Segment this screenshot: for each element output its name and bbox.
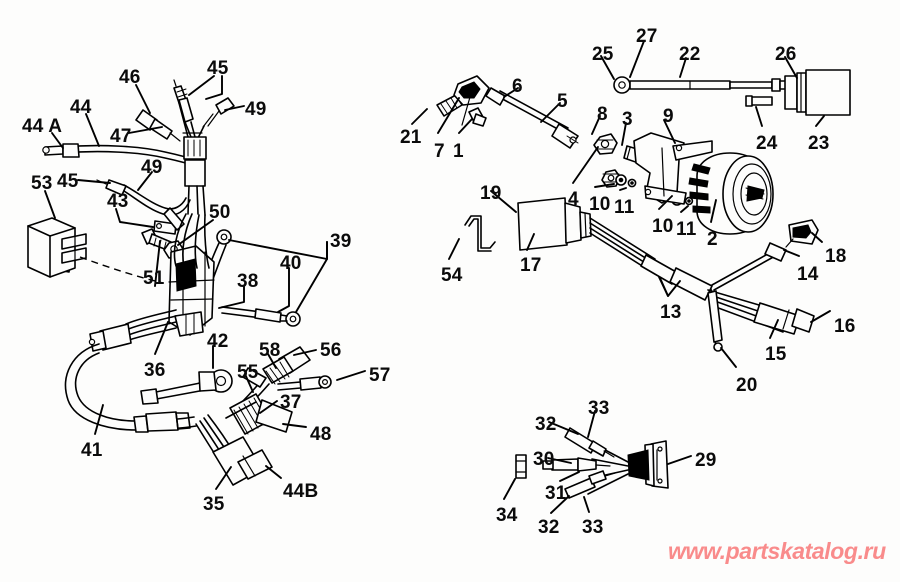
part-46-47-connectors: [135, 109, 181, 142]
callout-41: 41: [81, 440, 103, 461]
callout-13: 13: [660, 302, 682, 323]
callout-55: 55: [237, 362, 259, 383]
part-24-pin: [745, 95, 773, 107]
callout-44B: 44B: [283, 481, 319, 502]
callout-49-upper: 49: [245, 99, 267, 120]
callout-6: 6: [512, 76, 523, 97]
main-trunk-42: [184, 159, 206, 216]
connector-cluster-42: [168, 245, 215, 337]
callout-37: 37: [280, 392, 302, 413]
callout-23: 23: [808, 133, 830, 154]
callout-5: 5: [557, 91, 568, 112]
callout-18: 18: [825, 246, 847, 267]
part-17-19-connector: [464, 197, 592, 252]
callout-4: 4: [568, 189, 579, 210]
callout-45-lower: 45: [57, 171, 79, 192]
site-watermark: www.partskatalog.ru: [668, 538, 886, 564]
callout-10-right: 10: [652, 216, 674, 237]
harness-36: [88, 213, 210, 352]
part-25-27-22-26-cable: [613, 76, 811, 94]
callout-2: 2: [707, 229, 718, 250]
callout-47: 47: [110, 126, 132, 147]
part-35-44B-connector: [195, 414, 273, 486]
part-14-18-lead: [711, 219, 819, 291]
callout-14: 14: [797, 264, 819, 285]
callout-57: 57: [369, 365, 391, 386]
callout-45-upper: 45: [207, 58, 229, 79]
callout-44: 44: [70, 97, 92, 118]
part-45-49-loop: [96, 179, 191, 216]
callout-43: 43: [107, 191, 129, 212]
callout-38: 38: [237, 271, 259, 292]
callout-34: 34: [496, 505, 518, 526]
part-53-relay: [27, 217, 87, 278]
callout-31: 31: [545, 483, 567, 504]
callout-32-lower: 32: [538, 517, 560, 538]
callout-30: 30: [533, 449, 555, 470]
callout-15: 15: [765, 344, 787, 365]
callout-53: 53: [31, 173, 53, 194]
part-15-16-connector: [707, 289, 815, 335]
callout-46: 46: [119, 67, 141, 88]
part-9-bracket: [633, 132, 713, 205]
wire-bundle-top: [178, 102, 207, 160]
part-5-6-rod: [485, 87, 579, 149]
callout-20: 20: [736, 375, 758, 396]
part-21-7-1-keyswitch: [436, 75, 490, 127]
part-2-gauge: [688, 152, 774, 235]
part-20-pin: [707, 288, 723, 352]
callout-33-lower: 33: [582, 517, 604, 538]
callout-9: 9: [663, 106, 674, 127]
callout-7: 7: [434, 141, 445, 162]
part-23-cap: [784, 69, 851, 116]
callout-32-upper: 32: [535, 414, 557, 435]
harness-13-cable: [589, 217, 713, 301]
callout-17: 17: [520, 255, 542, 276]
part-37-48-boot: [225, 393, 293, 435]
leader-lines: [44, 40, 831, 514]
callout-3: 3: [622, 109, 633, 130]
part-29-harness: [515, 427, 669, 499]
callout-29: 29: [695, 450, 717, 471]
callout-19: 19: [480, 183, 502, 204]
callout-44A: 44 A: [22, 116, 63, 137]
part-49-connector-upper: [202, 97, 235, 128]
callout-10-left: 10: [589, 194, 611, 215]
callout-58: 58: [259, 340, 281, 361]
callout-54: 54: [441, 265, 463, 286]
callout-11-left: 11: [614, 197, 635, 218]
callout-39: 39: [330, 231, 352, 252]
callout-49-lower: 49: [141, 157, 163, 178]
callout-16: 16: [834, 316, 856, 337]
callout-51: 51: [143, 268, 165, 289]
callout-35: 35: [203, 494, 225, 515]
callout-22: 22: [679, 44, 701, 65]
part-42-ring-lead: [140, 369, 233, 405]
part-55-58-56-57: [240, 346, 332, 409]
callout-24: 24: [756, 133, 778, 154]
callout-1: 1: [453, 141, 464, 162]
part-44-lead: [42, 143, 203, 169]
callout-48: 48: [310, 424, 332, 445]
callout-11-right: 11: [676, 219, 697, 240]
callout-8: 8: [597, 104, 608, 125]
callout-36: 36: [144, 360, 166, 381]
callout-26: 26: [775, 44, 797, 65]
callout-27: 27: [636, 26, 658, 47]
callout-21: 21: [400, 127, 422, 148]
callout-40: 40: [280, 253, 302, 274]
callout-50: 50: [209, 202, 231, 223]
callout-56: 56: [320, 340, 342, 361]
part-45-connectors-upper: [173, 79, 194, 123]
part-8-4-nuts: [593, 133, 621, 188]
part-38-ring-lead: [221, 306, 301, 327]
callout-25: 25: [592, 44, 614, 65]
callout-42: 42: [207, 331, 229, 352]
callout-33-upper: 33: [588, 398, 610, 419]
